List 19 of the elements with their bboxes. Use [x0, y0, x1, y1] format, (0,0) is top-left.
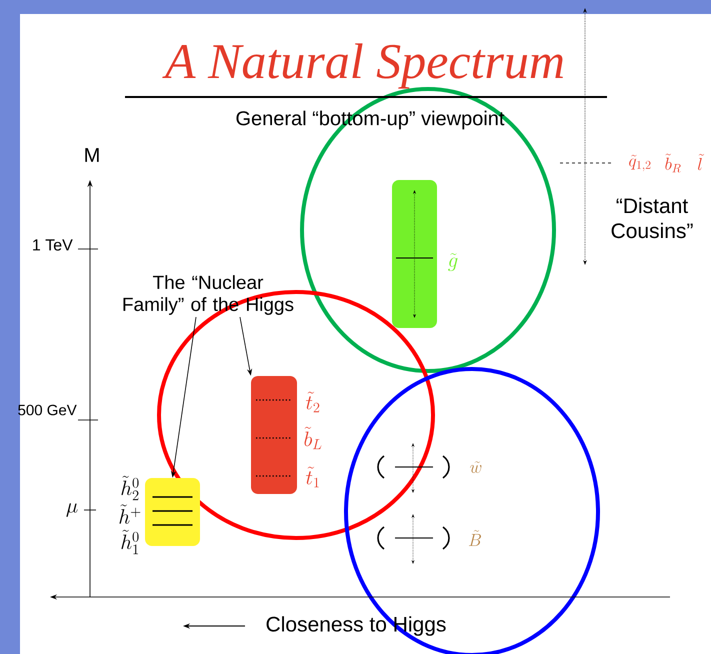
annotation-text: “Distant Cousins” [612, 198, 693, 238]
particle-label: $\tilde{l}$ [698, 154, 704, 170]
stop-box [251, 376, 297, 494]
higgsino-box [145, 478, 200, 546]
particle-label: $\tilde{B}$ [468, 530, 481, 546]
particle-label: $\tilde{q}_{1,2}$ [629, 154, 650, 172]
tick-label: $\mu$ [66, 503, 78, 517]
tick-label: 1 TeV [33, 239, 73, 251]
particle-label: $\tilde{t}_1$ [306, 466, 319, 488]
particle-label: $\tilde{w}$ [470, 461, 482, 473]
axis-label: M [85, 148, 99, 162]
particle-label: $\tilde{t}_2$ [306, 392, 320, 412]
particle-label: $\tilde{h}_1^0$ [122, 530, 139, 554]
particle-label: $\tilde{b}_R$ [665, 154, 681, 172]
particle-label: $\tilde{h}^+$ [120, 504, 140, 524]
particle-label: $\tilde{h}_2^0$ [122, 476, 139, 500]
particle-label: $\tilde{b}_L$ [304, 426, 322, 450]
title: A Natural Spectrum [162, 43, 563, 89]
particle-label: $\tilde{g}$ [448, 253, 458, 272]
